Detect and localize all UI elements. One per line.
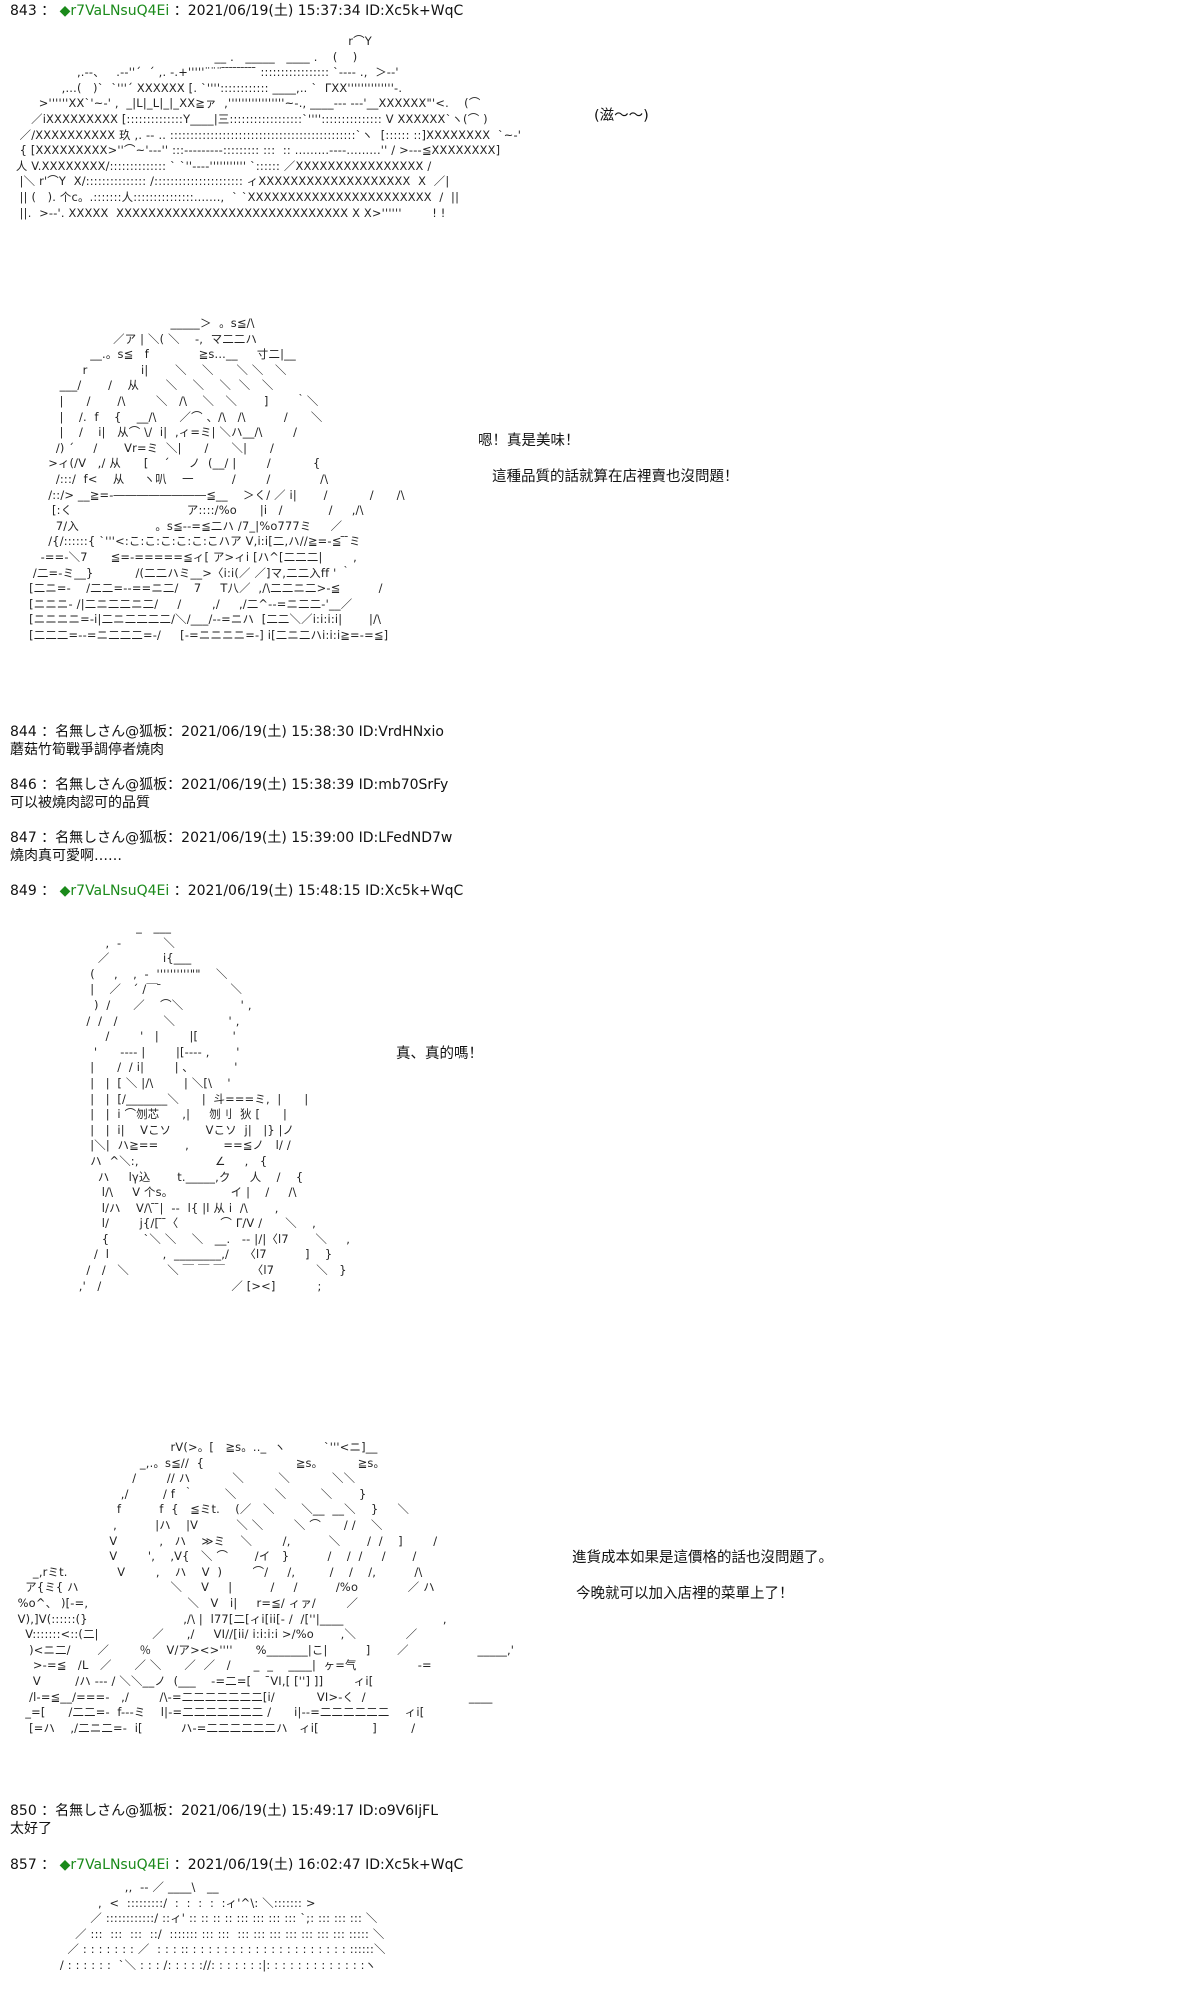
author-trip: ◆r7VaLNsuQ4Ei xyxy=(59,3,170,19)
sfx-sizzle: (滋～～) xyxy=(594,108,649,124)
separator: ： xyxy=(36,883,60,899)
post-number[interactable]: 843 xyxy=(10,3,37,19)
dialogue-cost: 進貨成本如果是這價格的話也沒問題了。 xyxy=(572,1550,833,1566)
ascii-art-character-shopkeeper: rV(>。[ ≧s。.._ ヽ `'''<ニ]__ _,.。s≦// { ≧s。… xyxy=(17,1440,515,1735)
post-header-844: 844 ：名無しさん@狐板：2021/06/19(土) 15:38:30 ID:… xyxy=(10,724,444,740)
ascii-art-hat: ,, -- ／ ____\ __ , < :::::::::/ : : : : … xyxy=(59,1880,386,1972)
separator: ： xyxy=(36,3,60,19)
author-trip: ◆r7VaLNsuQ4Ei xyxy=(59,883,170,899)
post-body-846: 可以被燒肉認可的品質 xyxy=(10,795,150,811)
dialogue-delicious: 嗯！真是美味！ xyxy=(478,433,580,449)
ascii-art-character-eating: _____＞ 。s≦/\ ／ア | ＼( ＼ -, マ二二ハ __.。s≦ f … xyxy=(29,316,405,642)
post-body-850: 太好了 xyxy=(10,1821,52,1837)
post-meta: ：2021/06/19(土) 15:37:34 ID:Xc5k+WqC xyxy=(169,3,464,19)
separator: ： xyxy=(36,1857,60,1873)
post-header-847: 847 ：名無しさん@狐板：2021/06/19(土) 15:39:00 ID:… xyxy=(10,830,453,846)
post-body-847: 燒肉真可愛啊…… xyxy=(10,848,122,864)
post-header-850: 850 ：名無しさん@狐板：2021/06/19(土) 15:49:17 ID:… xyxy=(10,1803,439,1819)
post-meta: ：2021/06/19(土) 15:48:15 ID:Xc5k+WqC xyxy=(169,883,464,899)
author-trip: ◆r7VaLNsuQ4Ei xyxy=(59,1857,170,1873)
post-meta: ：2021/06/19(土) 16:02:47 ID:Xc5k+WqC xyxy=(169,1857,464,1873)
post-header-857: 857 ： ◆r7VaLNsuQ4Ei ：2021/06/19(土) 16:02… xyxy=(10,1854,463,1874)
post-header-846: 846 ：名無しさん@狐板：2021/06/19(土) 15:38:39 ID:… xyxy=(10,777,449,793)
post-body-844: 蘑菇竹筍戰爭調停者燒肉 xyxy=(10,742,164,758)
post-header-849: 849 ： ◆r7VaLNsuQ4Ei ：2021/06/19(土) 15:48… xyxy=(10,880,463,900)
post-number[interactable]: 857 xyxy=(10,1857,37,1873)
dialogue-quality: 這種品質的話就算在店裡賣也沒問題！ xyxy=(492,469,739,485)
post-number[interactable]: 849 xyxy=(10,883,37,899)
ascii-art-character-surprised: _ ___ , - ＼ ／ i{___ ( , , - ''''''''''""… xyxy=(78,920,351,1293)
post-header-843: 843 ： ◆r7VaLNsuQ4Ei ：2021/06/19(土) 15:37… xyxy=(10,0,463,20)
dialogue-really: 真、真的嗎！ xyxy=(396,1046,483,1062)
ascii-art-grill: r⌒Y __ . _____ ____ . ( ) ,.-‐、 .-‐''´ ´… xyxy=(15,34,522,220)
dialogue-menu: 今晚就可以加入店裡的菜單上了！ xyxy=(576,1586,794,1602)
